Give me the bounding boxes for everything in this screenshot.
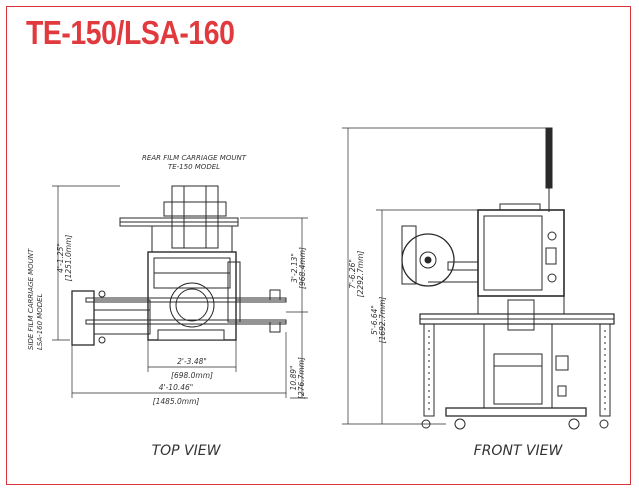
front-view-label: FRONT VIEW <box>474 443 564 459</box>
page-frame <box>6 6 631 485</box>
top-right-dimension-mm: [968.4mm] <box>298 247 307 289</box>
front-view-drawing <box>342 127 615 430</box>
side-mount-label-line2: LSA-160 MODEL <box>36 293 44 350</box>
side-mount-label-line1: SIDE FILM CARRIAGE MOUNT <box>27 248 35 350</box>
top-bottom-dimension-mm: [1485.0mm] <box>153 397 200 406</box>
front-table-dimension-mm: [1692.7mm] <box>378 297 387 344</box>
top-small-dimension-mm: [276.7mm] <box>297 357 306 399</box>
top-view-drawing <box>52 185 308 399</box>
top-left-dimension-mm: [1251.0mm] <box>64 235 73 282</box>
rear-mount-label-line2: TE-150 MODEL <box>168 163 220 171</box>
top-right-dimension: 3'-2.13" <box>290 253 299 283</box>
top-inner-dimension: 2'-3.48" <box>177 357 207 366</box>
page-title: TE-150/LSA-160 <box>26 14 235 51</box>
front-overall-dimension: 7'-6.26" <box>348 259 357 289</box>
top-inner-dimension-mm: [698.0mm] <box>171 371 213 380</box>
front-table-dimension: 5'-6.64" <box>370 305 379 335</box>
front-overall-dimension-mm: [2292.7mm] <box>356 251 365 298</box>
top-small-dimension: 10.89" <box>289 366 298 391</box>
top-bottom-dimension: 4'-10.46" <box>159 383 193 392</box>
top-left-dimension: 4'-1.25" <box>56 243 65 273</box>
top-view-label: TOP VIEW <box>152 443 222 459</box>
rear-mount-label-line1: REAR FILM CARRIAGE MOUNT <box>142 154 247 162</box>
